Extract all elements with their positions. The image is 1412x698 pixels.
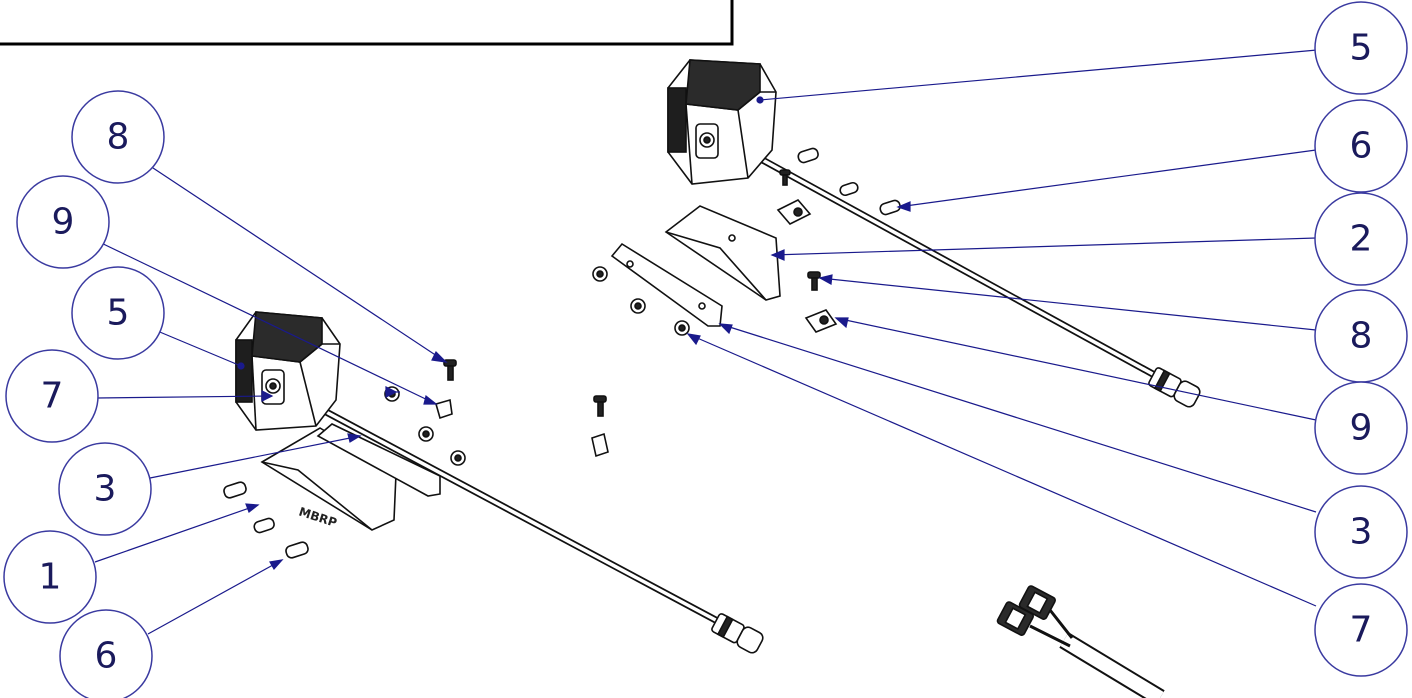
balloon-right-5: 5 <box>1314 1 1408 95</box>
svg-text:3: 3 <box>94 469 117 510</box>
svg-text:7: 7 <box>1350 610 1373 651</box>
balloon-right-2: 2 <box>1314 192 1408 286</box>
balloon-right-3: 3 <box>1314 485 1408 579</box>
left-assembly: MBRP <box>223 311 764 654</box>
svg-text:8: 8 <box>107 117 130 158</box>
title-block-frame <box>0 0 734 46</box>
svg-text:5: 5 <box>107 293 130 334</box>
balloon-left-3: 3 <box>58 442 152 536</box>
svg-text:7: 7 <box>41 376 64 417</box>
left-clip <box>435 398 453 420</box>
right-bracket-plate <box>664 205 781 301</box>
balloon-right-6: 6 <box>1314 99 1408 193</box>
balloon-left-1: 1 <box>3 530 97 624</box>
left-camera <box>235 311 341 431</box>
balloon-left-7: 7 <box>5 349 99 443</box>
right-strip-bracket <box>610 242 723 327</box>
svg-text:6: 6 <box>1350 126 1373 167</box>
svg-text:5: 5 <box>1350 28 1373 69</box>
left-connector <box>711 613 764 654</box>
svg-text:8: 8 <box>1350 316 1373 357</box>
right-nuts <box>592 266 690 336</box>
right-camera <box>667 59 777 185</box>
right-assembly <box>592 59 1201 408</box>
svg-text:9: 9 <box>52 202 75 243</box>
balloon-left-8: 8 <box>71 90 165 184</box>
balloon-right-8: 8 <box>1314 289 1408 383</box>
balloon-left-5: 5 <box>71 266 165 360</box>
balloon-right-7: 7 <box>1314 583 1408 677</box>
right-clips <box>776 199 838 333</box>
svg-text:MBRP: MBRP <box>297 505 339 530</box>
svg-text:1: 1 <box>39 557 62 598</box>
leader-lines <box>94 49 1318 635</box>
left-small-screw <box>443 359 457 381</box>
svg-text:3: 3 <box>1350 512 1373 553</box>
right-small-screw <box>807 271 821 291</box>
left-strip-bracket <box>316 423 441 497</box>
right-screws <box>779 147 901 216</box>
right-connector <box>1148 367 1201 408</box>
svg-text:6: 6 <box>95 636 118 677</box>
svg-text:9: 9 <box>1350 408 1373 449</box>
left-bracket-plate <box>260 427 397 531</box>
left-screws <box>223 481 309 559</box>
balloon-left-6: 6 <box>59 609 153 698</box>
balloons: 8 9 5 7 3 1 6 5 <box>3 1 1408 698</box>
wire-harness <box>996 585 1165 698</box>
svg-text:2: 2 <box>1350 219 1373 260</box>
balloon-right-9: 9 <box>1314 381 1408 475</box>
balloon-left-9: 9 <box>16 175 110 269</box>
